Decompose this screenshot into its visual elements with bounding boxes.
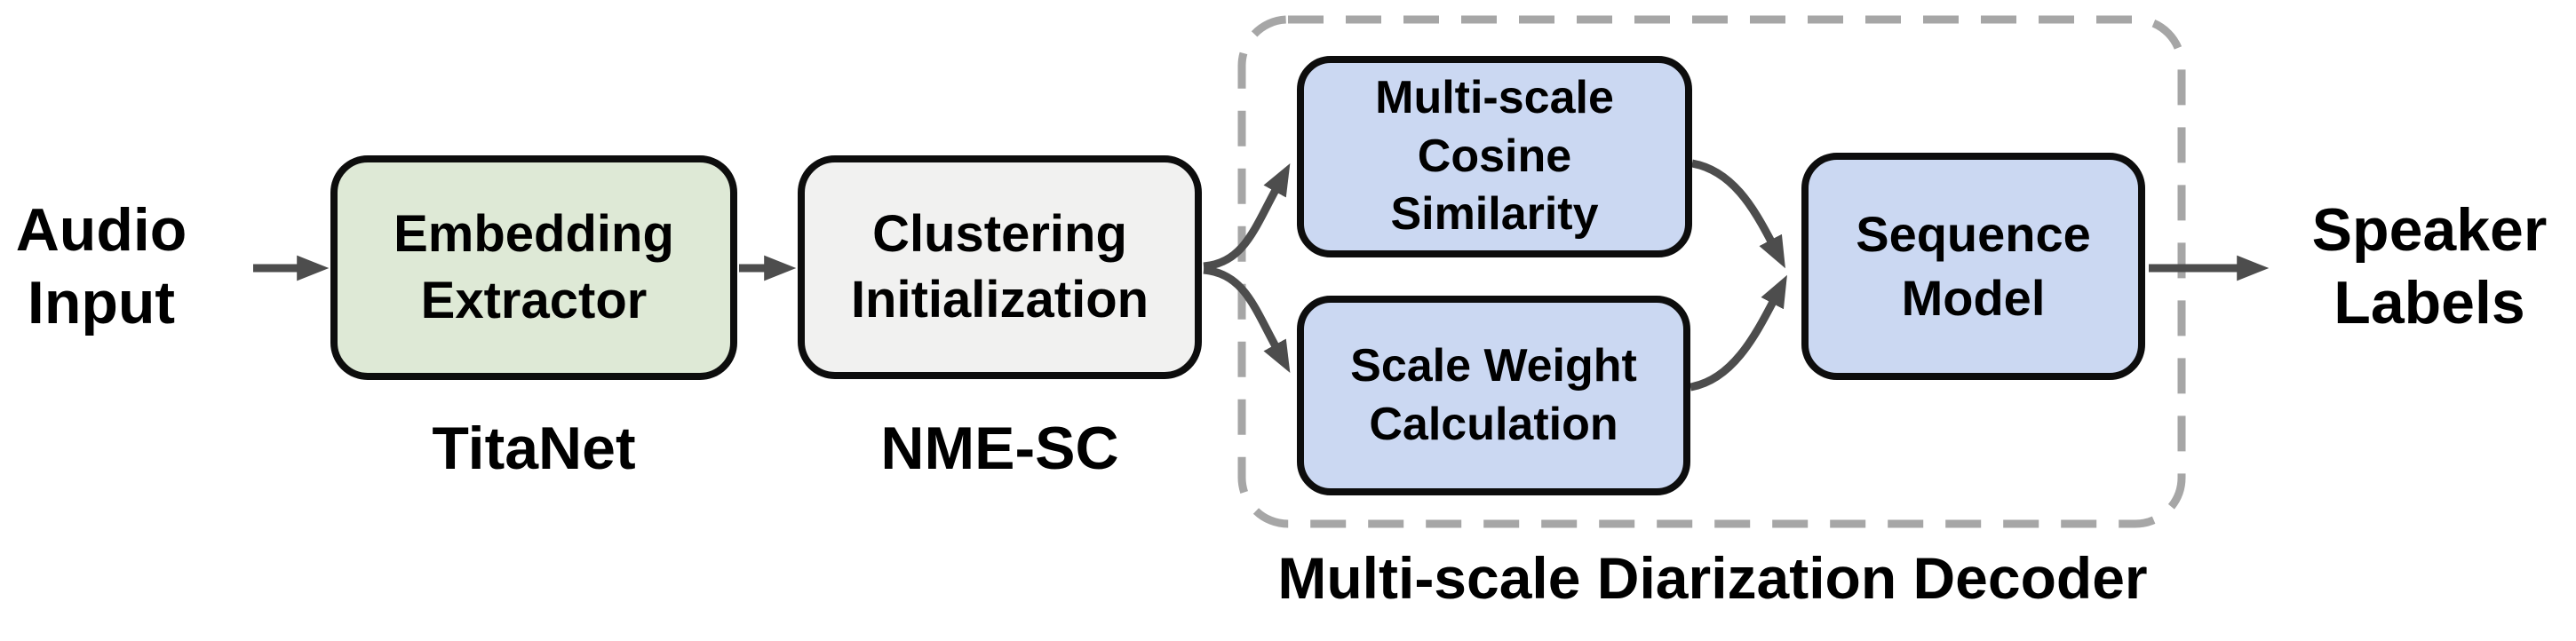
node-multiscale-cosine-similarity-label: Multi-scale Cosine Similarity	[1375, 72, 1614, 241]
node-clustering-initialization: Clustering Initialization	[798, 155, 1202, 379]
node-embedding-extractor-label: Embedding Extractor	[394, 205, 674, 329]
nme-sc-sublabel: NME-SC	[880, 415, 1119, 482]
node-clustering-initialization-label: Clustering Initialization	[850, 204, 1149, 328]
node-multiscale-cosine-similarity: Multi-scale Cosine Similarity	[1297, 56, 1692, 257]
node-scale-weight-calculation-label: Scale Weight Calculation	[1350, 339, 1637, 450]
node-sequence-model: Sequence Model	[1801, 153, 2145, 380]
titanet-sublabel: TitaNet	[432, 415, 636, 482]
arrow-cosine-to-sequence	[1691, 159, 1785, 269]
speaker-labels-label: Speaker Labels	[2311, 196, 2548, 337]
multiscale-diarization-decoder-group-label: Multi-scale Diarization Decoder	[1277, 545, 2148, 611]
arrow-scale-weight-to-sequence	[1690, 274, 1787, 392]
node-sequence-model-label: Sequence Model	[1856, 206, 2091, 326]
arrow-clustering-to-scale-weight	[1203, 265, 1291, 374]
node-scale-weight-calculation: Scale Weight Calculation	[1297, 296, 1690, 495]
audio-input-label: Audio Input	[15, 196, 187, 337]
node-embedding-extractor: Embedding Extractor	[330, 155, 737, 380]
arrow-clustering-to-cosine	[1203, 162, 1291, 271]
